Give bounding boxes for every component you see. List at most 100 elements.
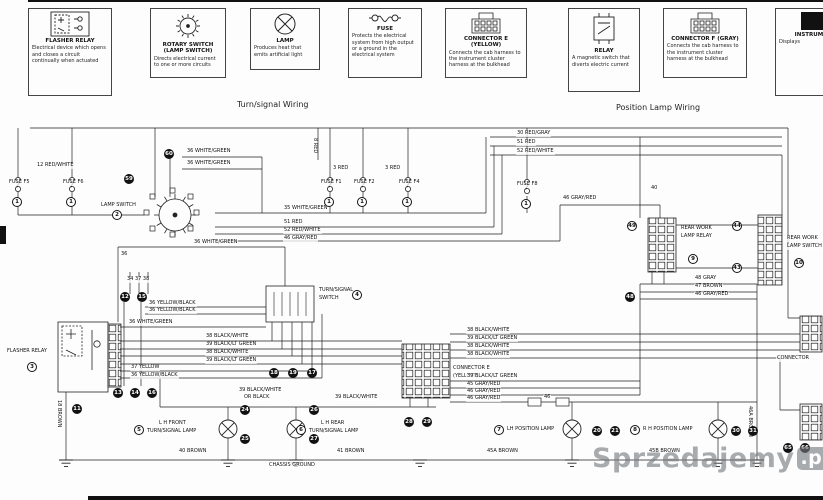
wire-label: 46 GRAY/RED	[283, 235, 319, 242]
watermark-tld: .pl	[797, 447, 823, 470]
wire-label: 3 RED	[384, 165, 402, 172]
wire-label-vertical: 18 BROWN	[56, 400, 62, 428]
legend-title: INSTRUMENT	[794, 32, 823, 38]
callout-14: 14	[130, 388, 140, 398]
wire-label: 38 BLACK/WHITE	[205, 349, 250, 356]
callout-1: 1	[66, 197, 76, 207]
legend-title: FLASHER RELAY	[45, 38, 95, 44]
wire-label: OR BLACK	[243, 394, 271, 401]
scan-artifact-left	[0, 226, 6, 244]
wire-label-vertical: 46A BROWN	[747, 406, 753, 437]
wire-label: 35 WHITE/GREEN	[283, 205, 329, 212]
wire-label: 3 RED	[332, 165, 350, 172]
wire-label: SWITCH	[318, 295, 340, 302]
wire-label: 39 BLACK/LT GREEN	[466, 335, 519, 342]
callout-31: 31	[748, 426, 758, 436]
wire-label: 45 GRAY/RED	[466, 381, 502, 388]
wire-label: L H FRONT	[158, 420, 187, 427]
callout-20: 20	[592, 426, 602, 436]
legend-desc: Electrical device which opens and closes…	[32, 45, 106, 64]
legend-desc: A magnetic switch that diverts electric …	[572, 55, 630, 68]
connector-e-grid	[401, 343, 451, 399]
callout-60: 60	[164, 149, 174, 159]
wire-label: FUSE F4	[398, 179, 421, 186]
callout-65: 65	[783, 443, 793, 453]
section-title-position-lamp: Position Lamp Wiring	[616, 103, 701, 112]
wire-label: 40 BROWN	[178, 448, 208, 455]
callout-1: 1	[402, 197, 412, 207]
wire-label: TURN/SIGNAL LAMP	[308, 428, 360, 435]
flasher-relay-icon	[50, 11, 90, 37]
callout-10: 10	[794, 258, 804, 268]
wire-label: LH POSITION LAMP	[506, 426, 556, 433]
wire-label: 52 RED/WHITE	[283, 227, 322, 234]
callout-4: 4	[352, 290, 362, 300]
legend-desc: Produces heat that emits artificial ligh…	[254, 45, 303, 58]
callout-30: 30	[731, 426, 741, 436]
wire-label: CONNECTOR E	[452, 365, 491, 372]
callout-17: 17	[307, 368, 317, 378]
legend-desc: Connects the cab harness to the instrume…	[449, 49, 521, 69]
turn-signal-switch-symbol	[265, 285, 315, 323]
callout-13: 13	[113, 388, 123, 398]
edge-connector-upper	[799, 315, 823, 353]
lamp-icon	[272, 11, 298, 37]
wire-label: 38 BLACK/WHITE	[205, 333, 250, 340]
flasher-relay-symbol	[57, 321, 122, 393]
callout-16: 16	[147, 388, 157, 398]
relay-icon	[591, 11, 617, 47]
callout-1: 1	[357, 197, 367, 207]
wire-label: (YELLOW)	[452, 373, 479, 380]
wire-label: TURN/SIGNAL	[318, 287, 355, 294]
wire-label: 38 BLACK/WHITE	[466, 343, 511, 350]
instrument-icon	[800, 11, 823, 31]
rear-work-lamp-relay-symbol	[647, 217, 677, 273]
wire-label: 39 BLACK/LT GREEN	[205, 341, 258, 348]
legend-title: CONNECTOR F (GRAY)	[671, 36, 739, 42]
legend-desc: Protects the electrical system from high…	[352, 33, 414, 59]
wire-label: 46 GRAY/RED	[466, 388, 502, 395]
legend-rotary-switch-lamp-switch-: ROTARY SWITCH (LAMP SWITCH)Directs elect…	[150, 8, 226, 78]
legend-desc: Connects the cab harness to the instrume…	[667, 43, 739, 62]
wire-label: 45B BROWN	[648, 448, 681, 455]
rear-work-lamp-switch-symbol	[757, 214, 783, 286]
wire-label: LAMP RELAY	[680, 233, 713, 240]
callout-29: 29	[422, 417, 432, 427]
wire-label: 34 37 38	[126, 276, 151, 283]
wire-label: CONNECTOR	[776, 355, 811, 362]
wire-label: 46	[543, 394, 552, 401]
callout-59: 59	[124, 174, 134, 184]
section-title-turn-signal: Turn/signal Wiring	[237, 100, 309, 109]
wire-label: 12 RED/WHITE	[36, 162, 75, 169]
wire-label: 51 RED	[283, 219, 304, 226]
wire-label: 30 RED/GRAY	[516, 130, 552, 137]
wire-label: L H REAR	[320, 420, 346, 427]
wire-label: REAR WORK	[680, 225, 713, 232]
callout-49: 49	[627, 221, 637, 231]
legend-title: ROTARY SWITCH (LAMP SWITCH)	[162, 42, 214, 55]
wire-label: FUSE F1	[320, 179, 343, 186]
legend-title: FUSE	[377, 26, 393, 32]
callout-2: 2	[112, 210, 122, 220]
junction-box-46-left	[527, 397, 542, 407]
wire-label: FUSE F2	[353, 179, 376, 186]
callout-26: 26	[309, 405, 319, 415]
callout-3: 3	[27, 362, 37, 372]
wire-label: 38 BLACK/WHITE	[466, 327, 511, 334]
junction-box-46-right	[555, 397, 570, 407]
callout-44: 44	[732, 221, 742, 231]
fuse-icon	[368, 11, 402, 25]
callout-8: 8	[630, 425, 640, 435]
callout-21: 21	[610, 426, 620, 436]
legend-desc: Directs electrical current to one or mor…	[154, 55, 216, 68]
callout-11: 11	[72, 404, 82, 414]
callout-7: 7	[494, 425, 504, 435]
wire-label: 39 BLACK/WHITE	[334, 394, 379, 401]
callout-24: 24	[240, 405, 250, 415]
wire-label: R H POSITION LAMP	[642, 426, 694, 433]
callout-43: 43	[732, 263, 742, 273]
callout-5: 5	[134, 425, 144, 435]
